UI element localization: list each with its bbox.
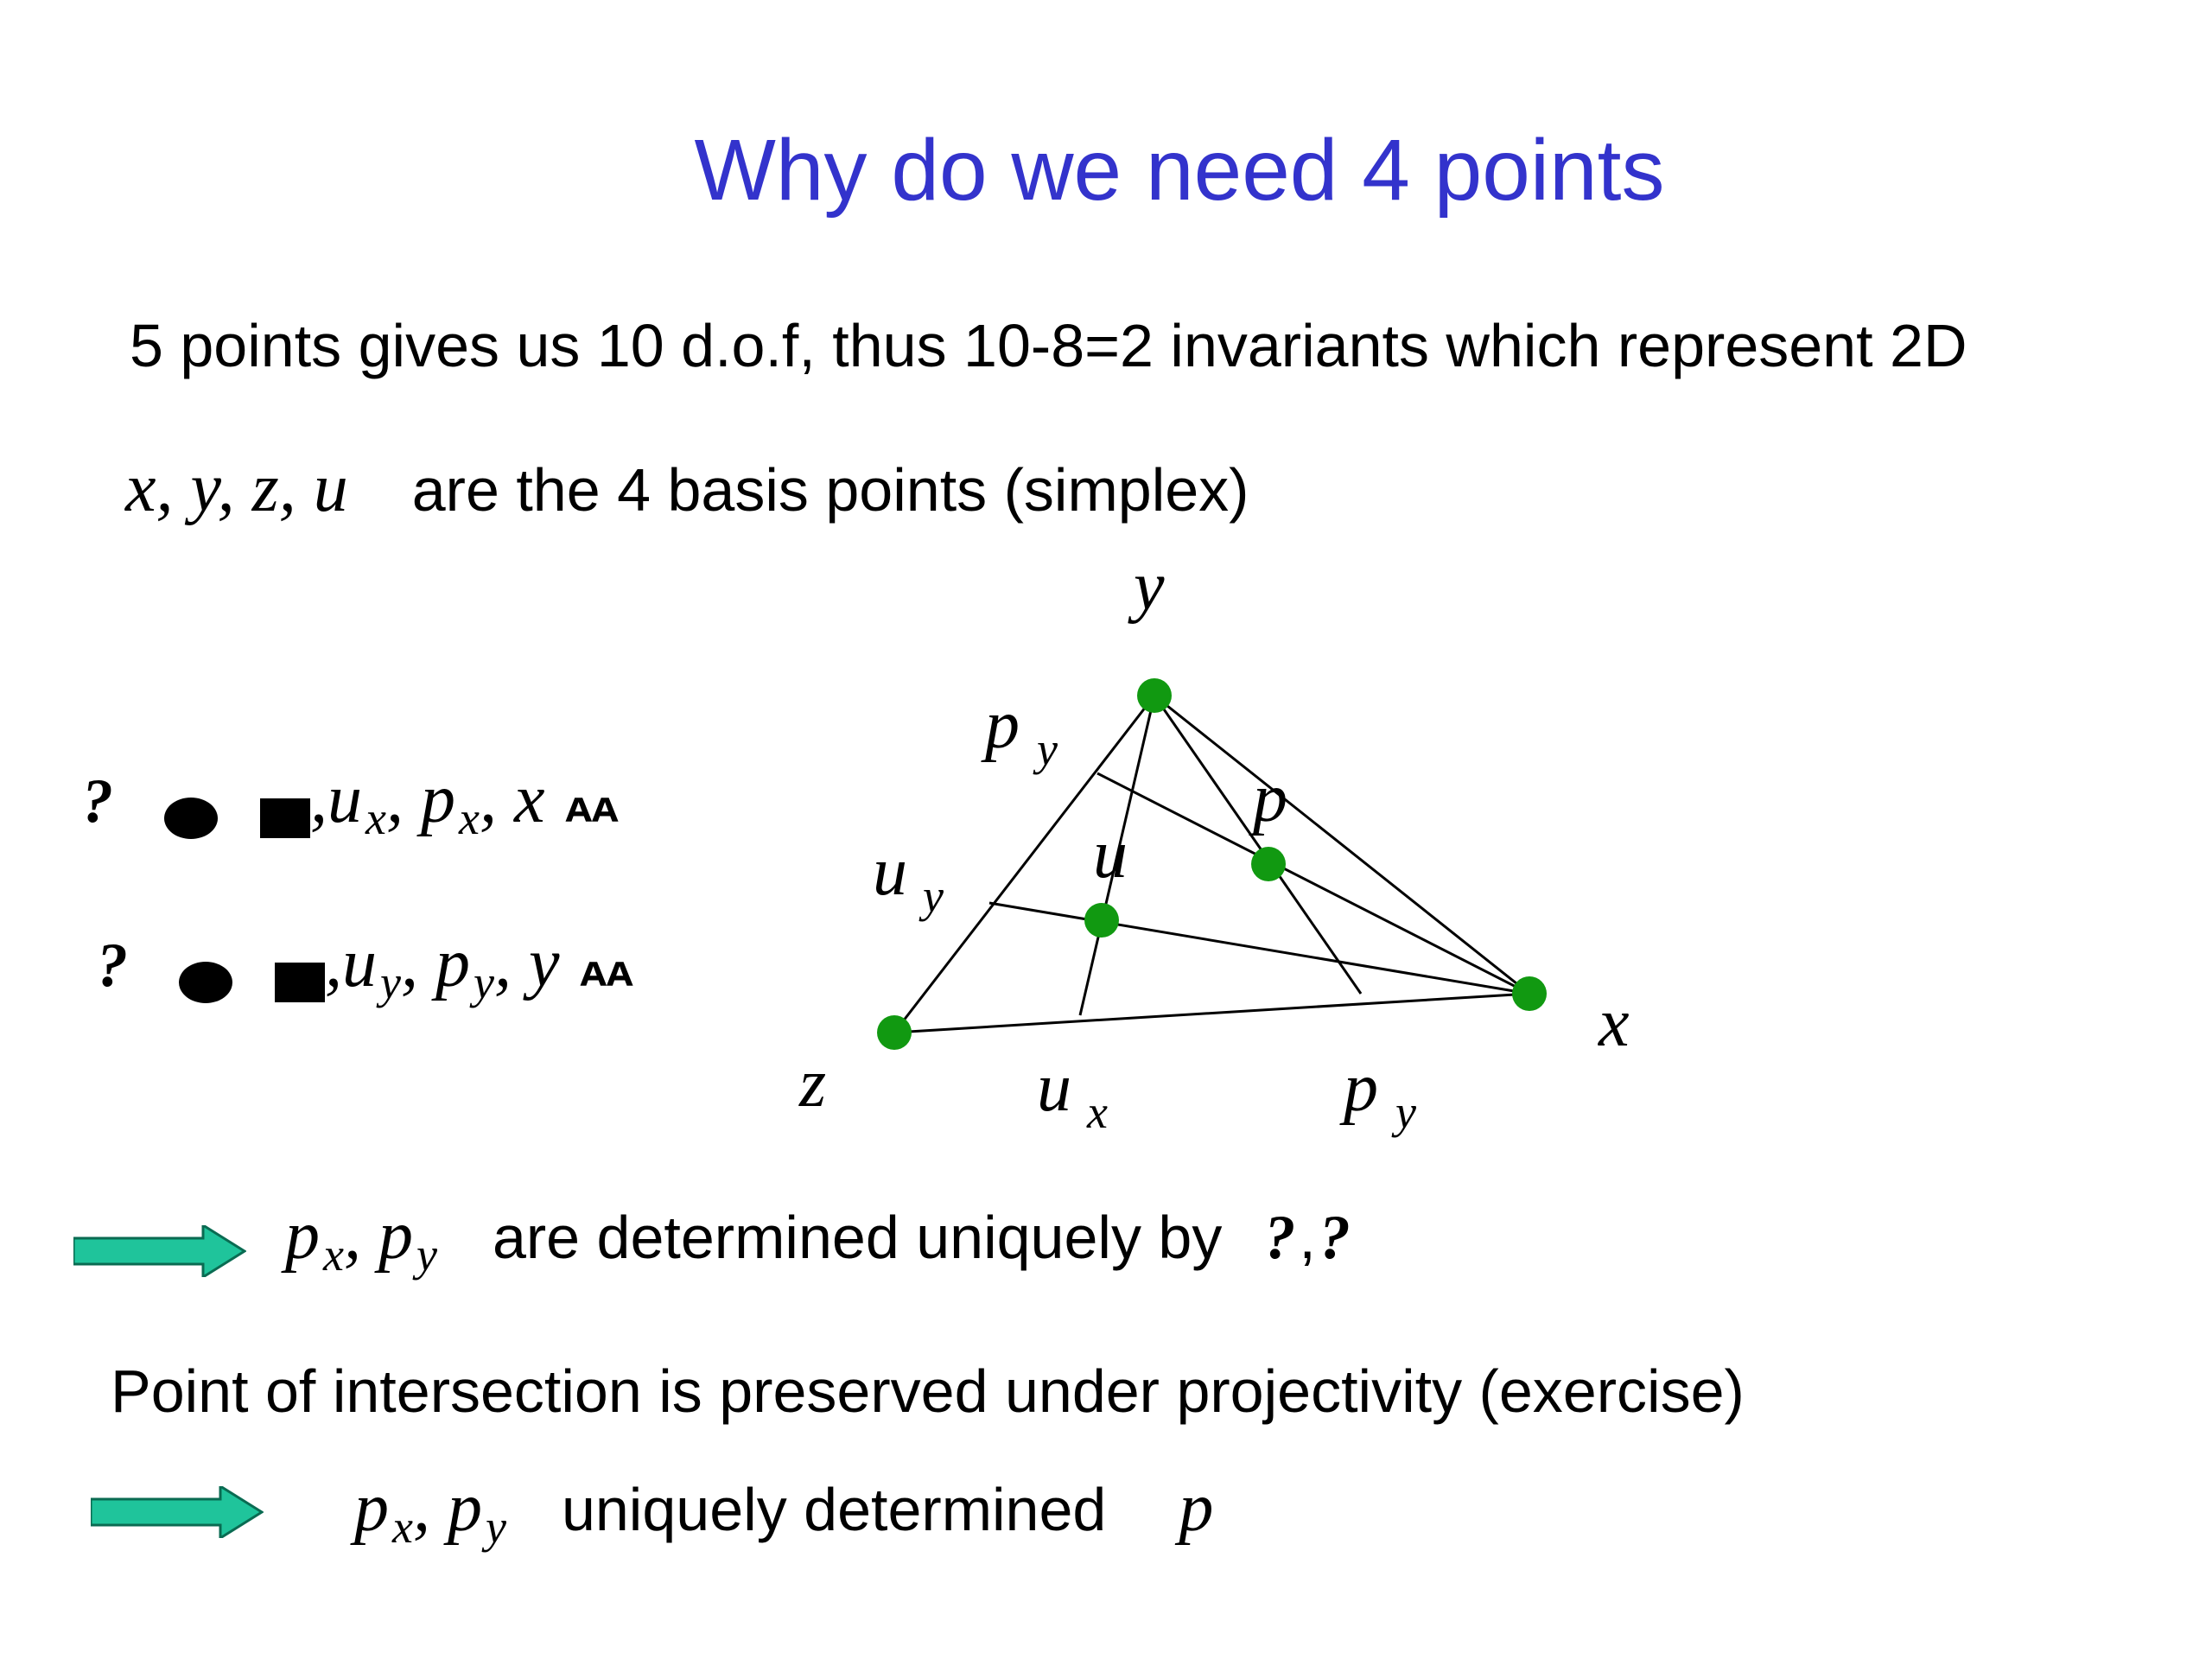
eq2-p: , p	[400, 925, 470, 1001]
eq2-sub2: y	[473, 956, 494, 1008]
label-p: p	[1249, 760, 1287, 836]
label-py-bottom: p	[1339, 1050, 1378, 1126]
r1-text: are determined uniquely by	[492, 1204, 1223, 1271]
point-x	[1512, 976, 1547, 1011]
eq2-y: , y	[493, 925, 560, 1001]
point-u	[1084, 903, 1119, 938]
square-icon	[260, 798, 310, 839]
r1-px: p	[285, 1198, 320, 1274]
label-y: y	[1128, 549, 1165, 625]
dot-icon	[179, 962, 232, 1004]
eq1-sub2: x	[458, 791, 480, 844]
r1-py: , p	[343, 1198, 413, 1274]
eq1-u: ,u	[310, 761, 362, 837]
line-py-x	[1096, 772, 1530, 995]
r1-comma: ,	[1299, 1204, 1316, 1271]
label-py-top: p	[981, 687, 1020, 763]
eq1-sub1: x	[365, 791, 386, 844]
missing-glyph-icon: ?	[1264, 1203, 1296, 1272]
missing-glyph-icon: ?	[1319, 1203, 1351, 1272]
square-icon	[275, 963, 325, 1003]
basis-points-line: x, y, z, u are the 4 basis points (simpl…	[125, 449, 1249, 528]
missing-glyph-icon: ?	[97, 931, 128, 1000]
point-y	[1137, 678, 1172, 713]
label-py-bottom-sub: y	[1391, 1086, 1416, 1138]
label-x: x	[1598, 985, 1630, 1061]
cross-ratio-equation-y: ? ,uy, py, y ᴀᴀ	[97, 925, 633, 1009]
r2-px-sub: x	[392, 1500, 413, 1553]
point-z	[877, 1015, 912, 1050]
result-line-1: px, py are determined uniquely by ? , ?	[285, 1197, 1351, 1281]
dof-statement: 5 points gives us 10 d.o.f, thus 10-8=2 …	[130, 311, 1967, 382]
r2-py-sub: y	[485, 1500, 506, 1553]
dot-icon	[164, 798, 218, 840]
label-ux-sub: x	[1086, 1086, 1108, 1138]
edge-y-z	[893, 695, 1156, 1033]
point-p	[1251, 847, 1286, 881]
r2-p: p	[1179, 1470, 1214, 1546]
r2-py: , p	[412, 1470, 482, 1546]
basis-points-text: are the 4 basis points (simplex)	[411, 456, 1249, 524]
eq2-end-glyph: ᴀᴀ	[580, 946, 633, 996]
eq1-end-glyph: ᴀᴀ	[565, 782, 619, 832]
right-arrow-icon	[73, 1225, 246, 1277]
line-y-ux	[1078, 695, 1156, 1016]
label-py-top-sub: y	[1033, 723, 1058, 775]
result-line-2: px, py uniquely determined p	[354, 1469, 1213, 1554]
missing-glyph-icon: ?	[82, 766, 113, 836]
cross-ratio-equation-x: ? ,ux, px, x ᴀᴀ	[82, 760, 619, 845]
eq2-u: ,u	[325, 925, 377, 1001]
line-y-py	[1153, 695, 1363, 995]
points	[877, 678, 1547, 1050]
dof-statement-text: 5 points gives us 10 d.o.f, thus 10-8=2 …	[130, 312, 1967, 379]
eq2-sub1: y	[380, 956, 401, 1008]
edge-z-x	[893, 992, 1530, 1034]
triangle-lines	[893, 694, 1530, 1034]
r1-px-sub: x	[323, 1228, 344, 1281]
eq1-x: , x	[479, 761, 545, 837]
r2-text: uniquely determined	[561, 1476, 1107, 1543]
label-uy-sub: y	[918, 870, 944, 922]
label-ux: u	[1037, 1050, 1071, 1126]
r1-py-sub: y	[416, 1228, 437, 1281]
label-u: u	[1093, 817, 1128, 893]
basis-points-math: x, y, z, u	[125, 450, 348, 526]
edge-y-x	[1154, 694, 1530, 995]
slide-title: Why do we need 4 points	[694, 122, 1665, 219]
r2-px: p	[354, 1470, 389, 1546]
intersection-text: Point of intersection is preserved under…	[111, 1357, 1745, 1425]
line-uy-x	[988, 901, 1530, 995]
label-z: z	[798, 1046, 826, 1122]
eq1-p: , p	[385, 761, 455, 837]
right-arrow-icon	[91, 1486, 264, 1538]
intersection-statement: Point of intersection is preserved under…	[111, 1357, 1745, 1427]
label-uy: u	[873, 834, 907, 910]
